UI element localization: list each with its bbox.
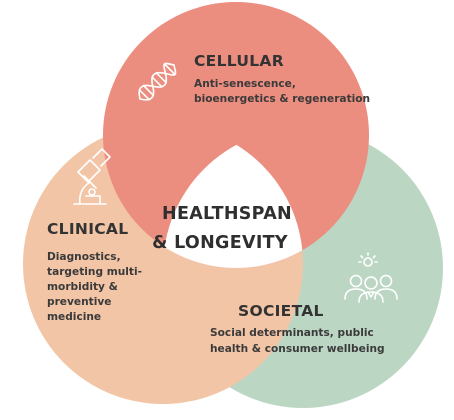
clinical-desc-line: medicine (47, 311, 101, 323)
people-icon (344, 252, 398, 303)
microscope-icon (73, 148, 111, 205)
clinical-desc-line: morbidity & (47, 281, 118, 293)
center-label-line2: & LONGEVITY (152, 233, 288, 253)
dna-icon (138, 62, 177, 101)
societal-desc-line: health & consumer wellbeing (210, 343, 385, 355)
clinical-desc-line: preventive (47, 296, 111, 308)
societal-desc-line: Social determinants, public (210, 327, 374, 339)
societal-title: SOCIETAL (238, 302, 324, 320)
clinical-desc-line: Diagnostics, (47, 251, 121, 263)
cellular-title: CELLULAR (194, 52, 284, 70)
cellular-desc-line: bioenergetics & regeneration (194, 93, 370, 105)
clinical-desc-line: targeting multi- (47, 266, 142, 278)
center-overlap (163, 128, 303, 268)
clinical-title: CLINICAL (47, 220, 128, 238)
cellular-desc-line: Anti-senescence, (194, 78, 296, 90)
center-label-line1: HEALTHSPAN (162, 204, 292, 224)
